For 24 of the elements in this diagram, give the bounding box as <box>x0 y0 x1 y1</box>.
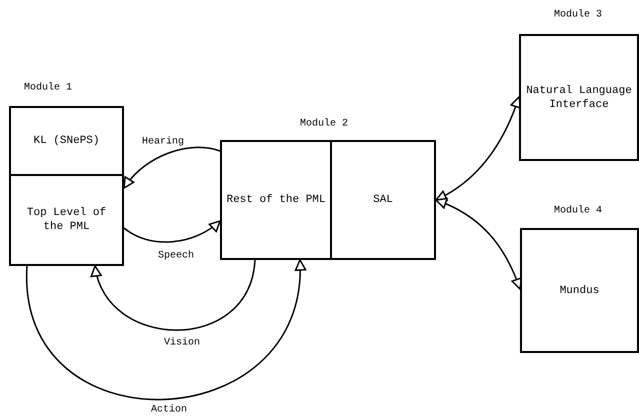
box-label: Natural Language Interface <box>525 84 633 112</box>
box-label: KL (SNePS) <box>32 134 100 148</box>
module-box <box>220 140 332 260</box>
module-label: Module 1 <box>23 82 73 94</box>
box-label: Rest of the PML <box>225 193 327 207</box>
module-box <box>9 106 124 176</box>
module-label: Module 2 <box>299 118 349 130</box>
module-box <box>330 140 436 260</box>
module-box <box>519 34 639 161</box>
edge-label: Hearing <box>140 136 186 148</box>
arrow <box>435 96 522 201</box>
box-label: SAL <box>372 193 394 207</box>
box-label: Mundus <box>558 284 600 298</box>
edge-label: Speech <box>156 250 196 262</box>
arrow <box>124 220 221 243</box>
module-box <box>9 174 124 266</box>
box-label: Top Level of the PML <box>26 206 108 234</box>
arrow <box>26 259 305 400</box>
arrow <box>92 260 256 331</box>
arrow <box>435 198 522 290</box>
arrow <box>123 146 220 189</box>
module-label: Module 3 <box>553 10 603 20</box>
module-box <box>520 228 639 353</box>
module-label: Module 4 <box>553 206 603 216</box>
